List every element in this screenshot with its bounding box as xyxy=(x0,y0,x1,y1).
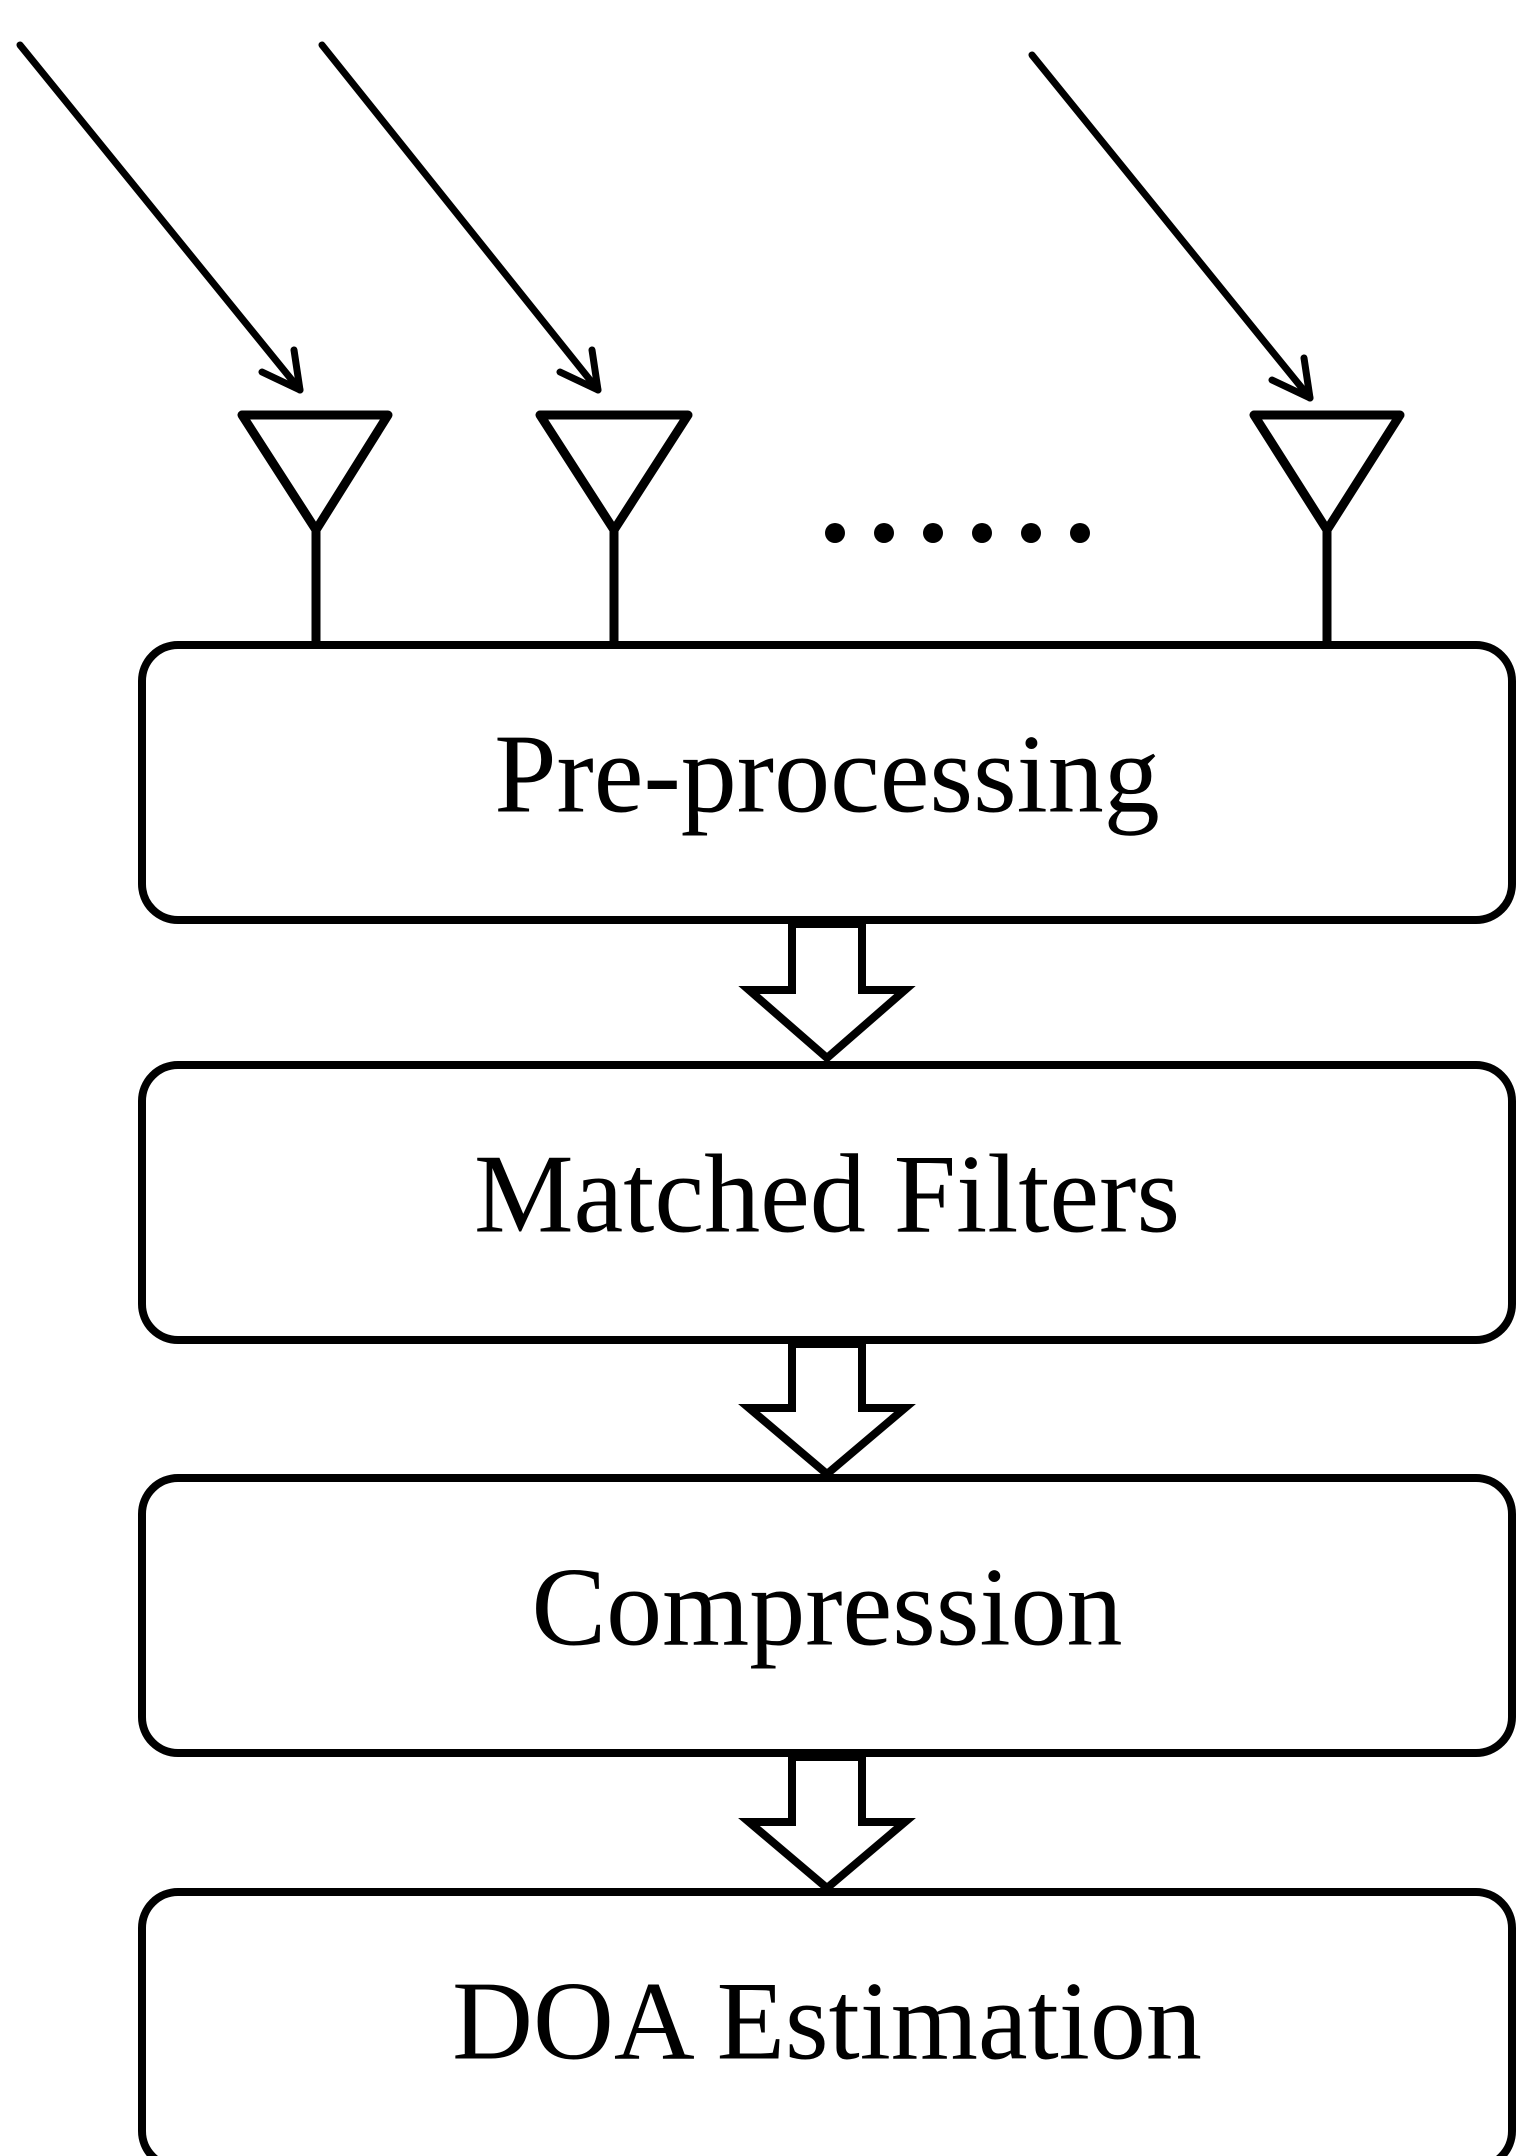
ellipsis-dot xyxy=(923,523,943,543)
flow-arrow-1 xyxy=(738,920,916,1064)
processing-block-matched-filters: Matched Filters xyxy=(138,1061,1516,1344)
block-label-compression: Compression xyxy=(531,1546,1122,1670)
ellipsis-dot xyxy=(874,523,894,543)
incoming-signal-arrow-3 xyxy=(1028,51,1314,402)
antenna-icon-1 xyxy=(237,410,393,650)
antenna-icon-2 xyxy=(535,410,693,650)
incoming-signal-arrow-1 xyxy=(16,41,304,394)
antenna-continuation-marker xyxy=(825,523,1090,543)
antenna-icon-3 xyxy=(1249,410,1405,650)
block-label-matched-filters: Matched Filters xyxy=(474,1133,1180,1257)
antenna-array xyxy=(237,410,1405,650)
ellipsis-dot xyxy=(825,523,845,543)
ellipsis-dot xyxy=(972,523,992,543)
incoming-signal-arrow-2 xyxy=(318,41,602,394)
processing-block-preprocessing: Pre-processing xyxy=(138,641,1516,924)
processing-block-compression: Compression xyxy=(138,1474,1516,1757)
ellipsis-dot xyxy=(1021,523,1041,543)
incoming-signal-arrows xyxy=(16,41,1314,402)
flow-arrow-3 xyxy=(738,1753,916,1894)
flow-arrow-2 xyxy=(738,1340,916,1480)
ellipsis-dot xyxy=(1070,523,1090,543)
processing-block-doa-estimation: DOA Estimation xyxy=(138,1888,1516,2156)
block-label-doa-estimation: DOA Estimation xyxy=(452,1960,1202,2084)
block-label-preprocessing: Pre-processing xyxy=(494,713,1160,837)
